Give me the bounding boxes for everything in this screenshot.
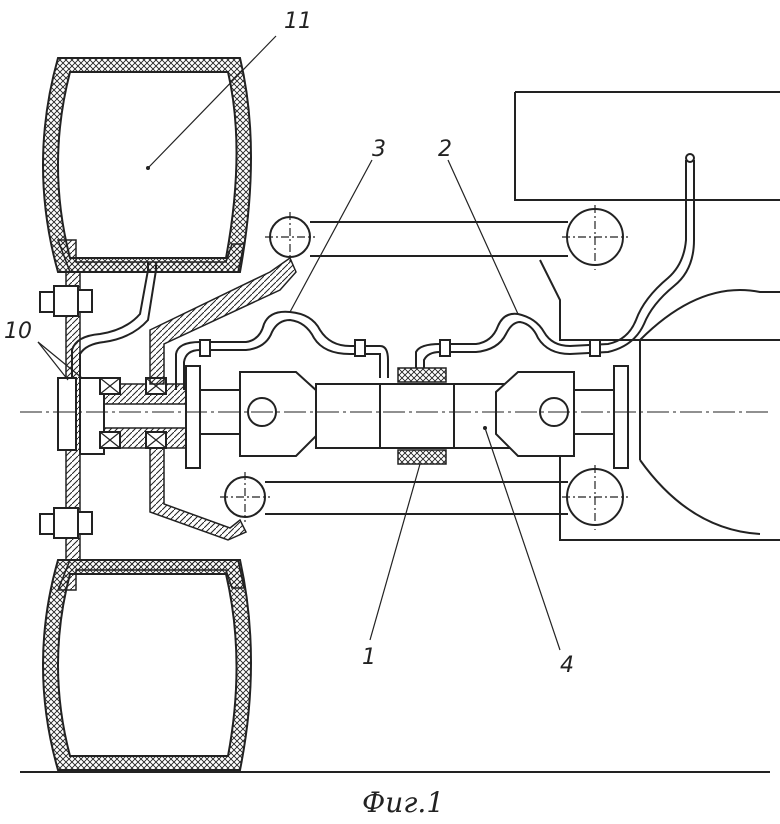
- vehicle-frame: [514, 91, 780, 541]
- rim-bolts: [39, 285, 93, 539]
- leaders: [37, 35, 561, 651]
- upper-arm: [265, 205, 628, 270]
- figure-caption: Фиг.1: [362, 786, 444, 819]
- label-4: 4: [560, 653, 574, 678]
- knuckle: [149, 256, 297, 541]
- hub-bearings: [99, 377, 167, 449]
- label-2: 2: [438, 137, 452, 162]
- label-1: 1: [362, 645, 376, 670]
- air-line: [71, 153, 695, 390]
- drive-shaft: [185, 365, 629, 469]
- lower-arm: [220, 465, 628, 530]
- label-3: 3: [372, 137, 386, 162]
- valve-body: [57, 377, 77, 451]
- lower-tire: [42, 559, 252, 771]
- upper-tire: [42, 57, 252, 273]
- label-11: 11: [284, 9, 312, 34]
- label-10: 10: [4, 319, 32, 344]
